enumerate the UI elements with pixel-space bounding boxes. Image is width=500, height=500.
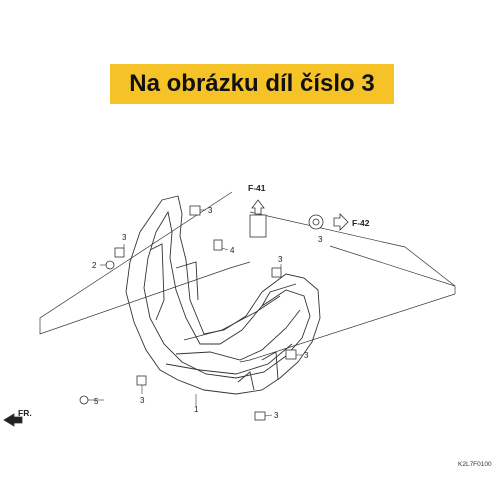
screw-2 [105, 260, 115, 270]
fasteners [79, 205, 324, 421]
bulb-socket [249, 214, 267, 238]
label-3e: 3 [140, 396, 145, 405]
clip-3d [285, 349, 297, 360]
screw-5 [79, 395, 89, 405]
arrow-right-icon [333, 213, 349, 231]
label-5: 5 [94, 397, 99, 406]
ref-f42: F-42 [352, 218, 370, 228]
label-1: 1 [194, 405, 199, 414]
ref-arrows [3, 199, 349, 427]
leader-lines [88, 200, 302, 417]
label-3a: 3 [208, 206, 213, 215]
label-2: 2 [92, 261, 97, 270]
clip-3b [114, 247, 125, 258]
diagram-code: K2L7F0100 [458, 461, 492, 468]
ref-front: FR. [18, 408, 32, 418]
front-arrow-icon [3, 413, 23, 427]
clip-3e [136, 375, 147, 386]
label-3f: 3 [274, 411, 279, 420]
clip-3f [254, 411, 266, 421]
ref-f41: F-41 [248, 183, 266, 193]
label-3c: 3 [278, 255, 283, 264]
headlight-assembly [125, 195, 321, 395]
banner-text: Na obrázku díl číslo 3 [129, 70, 375, 97]
label-3b: 3 [122, 233, 127, 242]
label-3g: 3 [318, 235, 323, 244]
clip-3c [271, 267, 282, 278]
outline-frame [39, 191, 456, 363]
bracket-4 [213, 239, 223, 251]
title-banner: Na obrázku díl číslo 3 [110, 64, 394, 104]
label-3d: 3 [304, 351, 309, 360]
arrow-up-icon [251, 199, 265, 215]
label-4: 4 [230, 246, 235, 255]
clip-3a [189, 205, 201, 216]
